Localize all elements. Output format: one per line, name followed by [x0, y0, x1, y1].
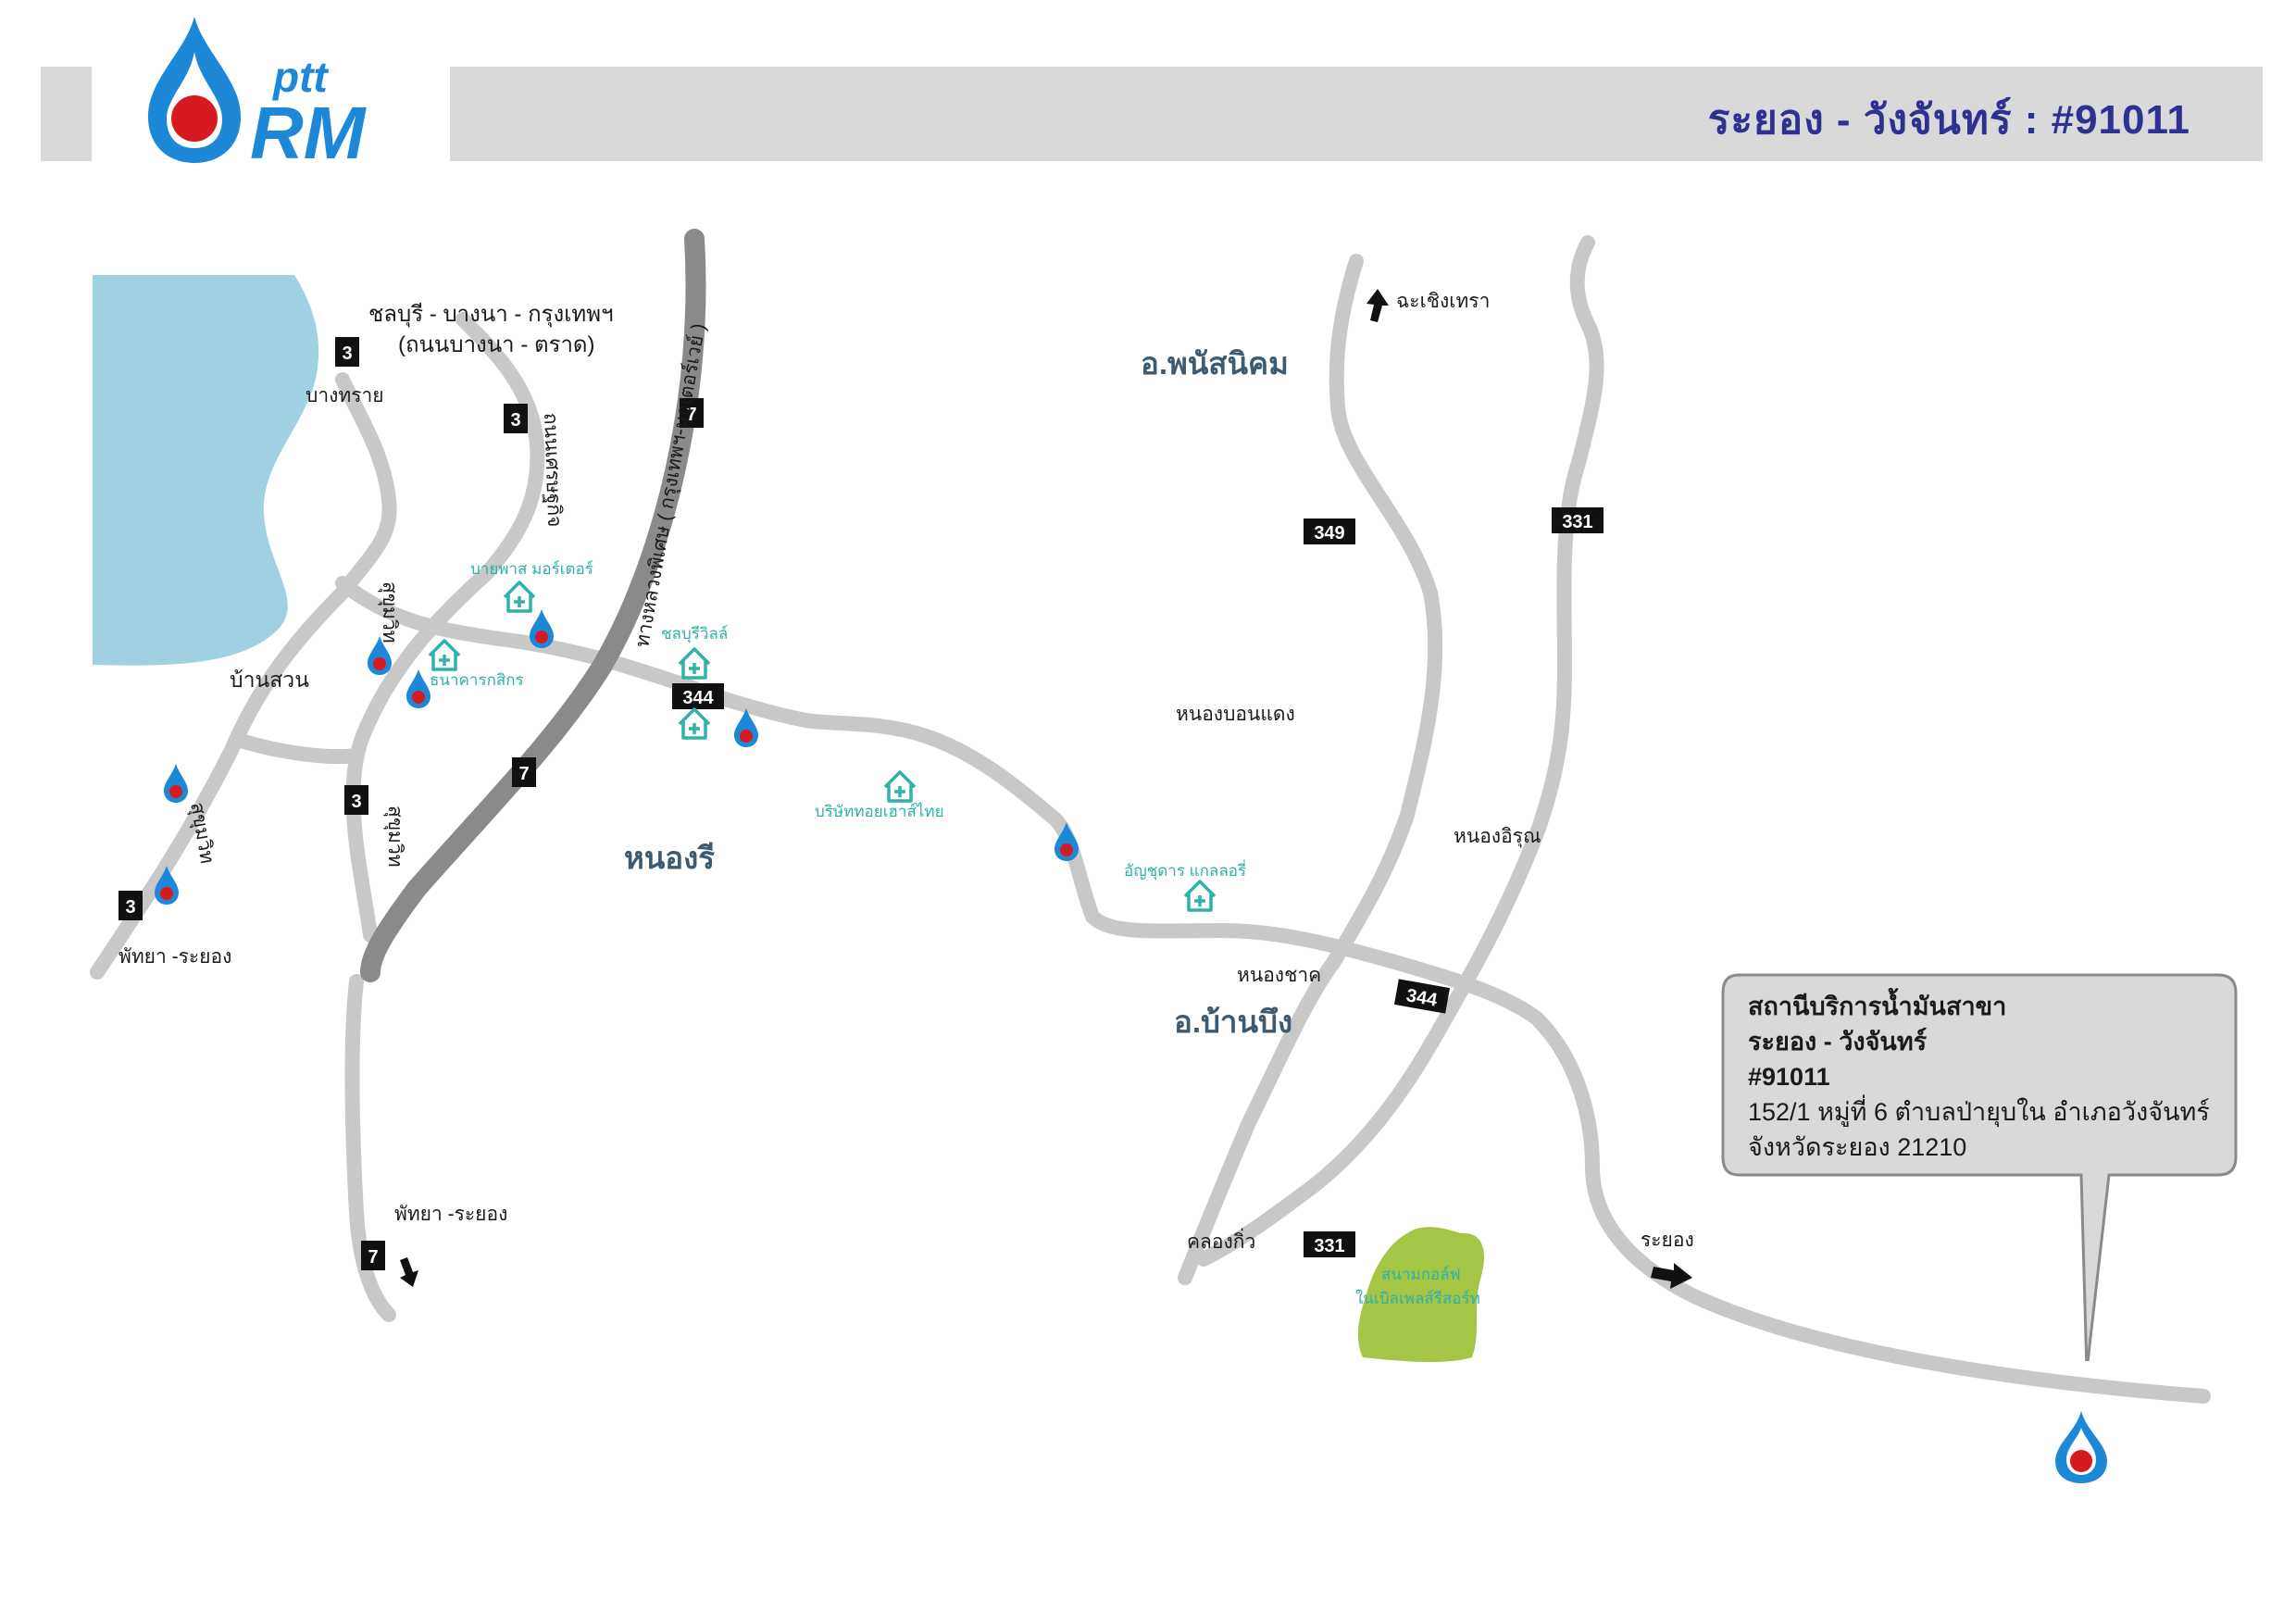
svg-text:7: 7	[368, 1247, 378, 1268]
arrow-up-icon	[1366, 289, 1389, 322]
poi-label: ธนาคารกสิกร	[430, 671, 524, 689]
poi-house-icon	[428, 639, 461, 671]
svg-text:331: 331	[1314, 1236, 1344, 1256]
shield-3-b: 3	[504, 404, 528, 433]
direction-arrows	[400, 289, 1692, 1289]
poi-house-icon	[678, 707, 711, 740]
pttrm-logo: ptt RM	[148, 17, 368, 172]
area-label: หนองรี	[624, 841, 715, 875]
area-label: อ.บ้านบึง	[1174, 1005, 1292, 1039]
svg-text:3: 3	[342, 344, 352, 364]
svg-text:331: 331	[1562, 512, 1592, 532]
road-label: สุขุมวิท	[383, 806, 406, 868]
shield-344-b: 344	[1393, 979, 1451, 1014]
header-bar: ระยอง - วังจันทร์ : #91011	[450, 67, 2263, 161]
arrow-down-icon	[400, 1257, 418, 1287]
road-network	[90, 235, 2211, 1404]
page-title: ระยอง - วังจันทร์ : #91011	[1707, 97, 2190, 143]
shield-331-a: 331	[1552, 507, 1603, 533]
station-info: สถานีบริการน้ำมันสาขา ระยอง - วังจันทร์ …	[1748, 989, 2229, 1165]
place-label: หนองชาค	[1237, 965, 1321, 986]
place-label: พัทยา -ระยอง	[119, 946, 231, 968]
shield-7-b: 7	[512, 757, 536, 787]
svg-text:7: 7	[686, 405, 696, 425]
route-shields: 3 3 3 3 7 7 7 344 344 349 331 331	[119, 337, 1603, 1270]
svg-text:349: 349	[1314, 523, 1344, 543]
place-label: หนองบอนแดง	[1176, 704, 1295, 725]
logo-ptt: ptt	[271, 53, 329, 101]
shield-349: 349	[1304, 518, 1355, 544]
logo-rm: RM	[250, 92, 368, 172]
arrow-right-icon	[1651, 1263, 1692, 1289]
area-label: อ.พนัสนิคม	[1141, 346, 1289, 381]
header-left-bar	[41, 67, 92, 161]
shield-3-d: 3	[119, 891, 143, 920]
svg-text:7: 7	[518, 764, 529, 784]
place-label: บางทราย	[306, 385, 384, 406]
poi-label: บายพาส มอร์เตอร์	[470, 560, 593, 578]
poi-house-icon	[883, 770, 917, 803]
place-label: บ้านสวน	[230, 668, 309, 692]
poi-label: อัญชุดาร แกลลอรี่	[1124, 859, 1246, 881]
fuel-station-icon	[164, 764, 188, 803]
info-branch: ระยอง - วังจันทร์	[1748, 1028, 1928, 1056]
poi-label: บริษัททอยเฮาส์ไทย	[815, 802, 944, 820]
poi-house-icon	[678, 647, 711, 680]
svg-text:3: 3	[125, 897, 135, 918]
road-label: สุขุมวิท	[378, 581, 400, 643]
place-label: หนองอิรุณ	[1454, 826, 1541, 848]
road-label: ทางหลวงพิเศษ ( กรุงเทพฯ-มอเตอร์เวย์ )	[630, 321, 710, 649]
svg-text:344: 344	[682, 688, 714, 708]
place-label: ระยอง	[1641, 1230, 1694, 1251]
svg-text:3: 3	[351, 792, 361, 812]
place-label: พัทยา -ระยอง	[394, 1204, 507, 1225]
shield-331-b: 331	[1304, 1231, 1355, 1257]
road-label: ถนนเศรษฐกิจ	[540, 412, 565, 527]
shield-3-c: 3	[344, 785, 368, 815]
info-callout	[1721, 973, 2238, 1361]
place-label: ฉะเชิงเทรา	[1396, 291, 1490, 312]
golf-label: ในเบิลเพลส์รีสอร์ท	[1355, 1289, 1480, 1307]
svg-text:3: 3	[510, 410, 520, 431]
poi-label: ชลบุรีวิลล์	[661, 625, 728, 643]
poi-house-icon	[1183, 880, 1217, 912]
fuel-station-icon	[530, 609, 554, 648]
info-province: จังหวัดระยอง 21210	[1748, 1133, 1967, 1161]
poi-house-icon	[503, 581, 536, 613]
place-label: คลองกิ่ว	[1187, 1228, 1255, 1253]
shield-344-a: 344	[672, 683, 724, 709]
place-label: (ถนนบางนา - ตราด)	[398, 332, 595, 357]
shield-7-a: 7	[680, 398, 704, 428]
shield-3-a: 3	[335, 337, 359, 367]
golf-course	[1357, 1227, 1485, 1363]
place-label: ชลบุรี - บางนา - กรุงเทพฯ	[368, 302, 614, 328]
shield-7-c: 7	[361, 1241, 385, 1270]
station-location-icon	[2055, 1411, 2107, 1483]
info-title: สถานีบริการน้ำมันสาขา	[1748, 993, 2007, 1020]
info-code: #91011	[1748, 1063, 1830, 1091]
water-body	[93, 275, 319, 666]
fuel-station-icon	[406, 669, 430, 708]
info-address: 152/1 หมู่ที่ 6 ตำบลป่ายุบใน อำเภอวังจัน…	[1748, 1098, 2210, 1126]
golf-label: สนามกอล์ฟ	[1381, 1266, 1461, 1283]
